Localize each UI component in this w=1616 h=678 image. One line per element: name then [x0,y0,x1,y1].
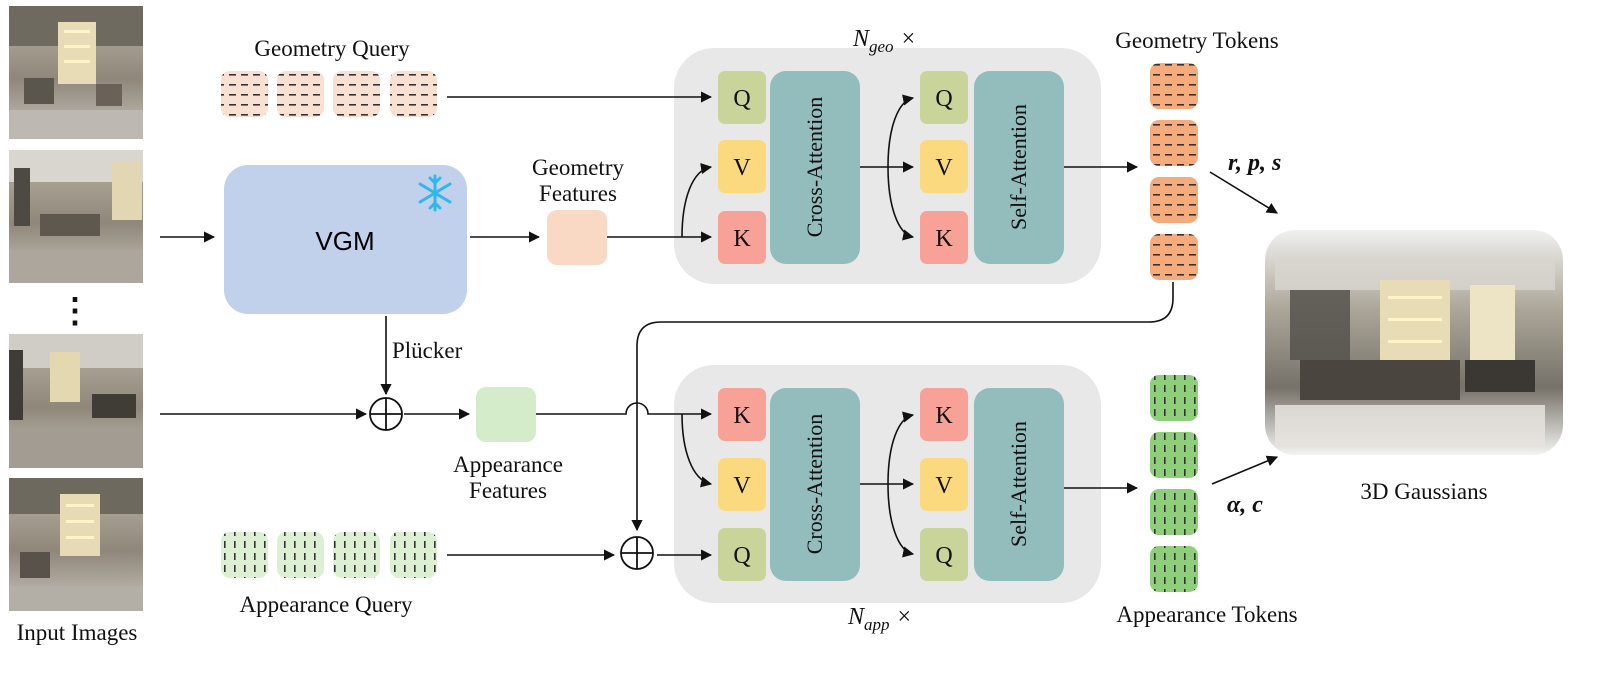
geo-cross-attention-label: Cross-Attention [802,97,827,238]
geometry-query-token [277,71,324,117]
app-params-label: α, c [1227,492,1263,518]
appearance-features [476,387,536,442]
geometry-query-token [390,71,437,117]
appearance-token [1150,489,1198,535]
app-v-1 [718,458,766,511]
plucker-label: Plücker [392,338,463,363]
geo-v-1-label: V [733,155,751,181]
app-k-2-label: K [935,403,953,429]
geo-k-2 [920,211,968,264]
appearance-features-label-2: Features [469,478,547,503]
app-q-2-label: Q [935,543,952,569]
geo-cross-attention [770,71,860,264]
geo-self-attention [974,71,1064,264]
geometry-query-token [221,71,268,117]
appearance-query-tokens [221,532,437,578]
appearance-query-token [390,532,437,578]
appearance-query-token [333,532,380,578]
appearance-token [1150,375,1198,421]
geo-k-1-label: K [733,226,751,252]
appearance-query-label: Appearance Query [239,592,413,617]
appearance-token [1150,546,1198,592]
app-self-attention [974,388,1064,581]
appearance-query-token [277,532,324,578]
geometry-tokens-label: Geometry Tokens [1115,28,1278,53]
app-self-attention-label: Self-Attention [1006,421,1031,547]
appearance-query-token [221,532,268,578]
plus-circle-icon [369,397,403,431]
app-v-2-label: V [935,473,953,499]
geo-q-1 [718,71,766,124]
input-image-1 [9,6,143,139]
input-image-4 [9,478,143,611]
app-k-1 [718,388,766,441]
geometry-features-label-2: Features [539,181,617,206]
geo-q-1-label: Q [733,86,750,112]
geometry-token [1150,177,1198,223]
app-q-1-label: Q [733,543,750,569]
app-cross-attention-label: Cross-Attention [802,414,827,555]
vgm-label: VGM [315,226,374,256]
geo-v-2-label: V [935,155,953,181]
appearance-token [1150,432,1198,478]
geo-v-1 [718,140,766,193]
vgm-block: VGM [224,165,467,314]
app-k-1-label: K [733,403,751,429]
geometry-query-label: Geometry Query [254,36,410,61]
app-q-2 [920,528,968,581]
input-images: ⋮ Input Images [9,6,143,645]
geometry-query-tokens [221,71,437,117]
app-v-2 [920,458,968,511]
app-q-1 [718,528,766,581]
input-image-2 [9,150,143,283]
gaussians-label: 3D Gaussians [1360,479,1487,504]
connectors [160,91,1279,561]
app-cross-attention [770,388,860,581]
geometry-query-token [333,71,380,117]
appearance-tokens [1150,375,1198,592]
geometry-token [1150,63,1198,109]
plus-circle-icon [620,536,654,570]
geometry-features-label-1: Geometry [532,155,624,180]
geo-k-1 [718,211,766,264]
input-image-3 [9,334,143,468]
geometry-tokens [1150,63,1198,280]
input-ellipsis: ⋮ [58,293,92,330]
n-geo-label: Ngeo× [852,26,915,56]
app-v-1-label: V [733,473,751,499]
geo-params-label: r, p, s [1228,150,1281,176]
geometry-token [1150,234,1198,280]
geo-q-2-label: Q [935,86,952,112]
gaussians-render [1265,230,1563,455]
appearance-tokens-label: Appearance Tokens [1116,602,1297,627]
geometry-token [1150,120,1198,166]
geo-self-attention-label: Self-Attention [1006,104,1031,230]
geo-v-2 [920,140,968,193]
geo-k-2-label: K [935,226,953,252]
n-app-label: Napp× [847,604,911,634]
appearance-features-label-1: Appearance [453,452,563,477]
geometry-features [547,210,607,265]
app-k-2 [920,388,968,441]
geo-q-2 [920,71,968,124]
input-images-label: Input Images [17,620,138,645]
snowflake-icon [418,174,452,212]
